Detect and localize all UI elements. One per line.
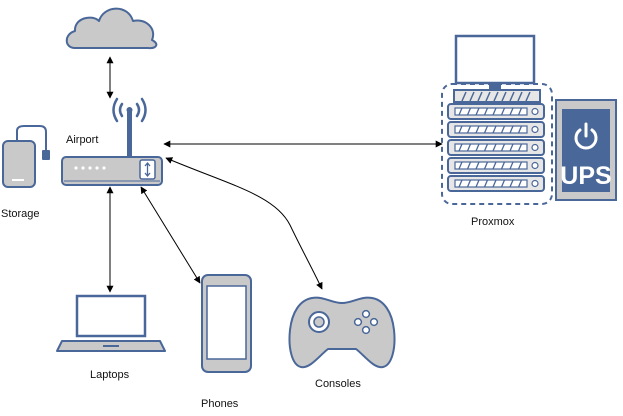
server-unit: [447, 139, 545, 156]
ups-text: UPS: [560, 162, 611, 190]
connection-lines: [106, 56, 443, 293]
edge-airport-phones: [140, 186, 201, 284]
consoles-label: Consoles: [315, 378, 361, 390]
proxmox-label: Proxmox: [471, 216, 515, 228]
smartphone-icon: [201, 274, 252, 373]
server-unit: [447, 121, 545, 138]
laptops-label: Laptops: [90, 369, 130, 381]
server-rack-icon: [441, 34, 553, 205]
external-drive-icon: [2, 125, 50, 188]
wifi-router-icon: [61, 97, 163, 186]
server-unit: [447, 157, 545, 174]
server-unit: [447, 175, 545, 192]
storage-label: Storage: [1, 208, 40, 220]
gamepad-icon: [288, 296, 396, 369]
edge-airport-consoles: [165, 157, 323, 290]
laptop-icon: [56, 294, 166, 352]
phones-label: Phones: [201, 398, 239, 410]
server-unit: [447, 103, 545, 120]
airport-label: Airport: [66, 134, 99, 146]
cloud-icon: [65, 7, 158, 50]
ups-power-icon: UPS: [555, 99, 617, 201]
